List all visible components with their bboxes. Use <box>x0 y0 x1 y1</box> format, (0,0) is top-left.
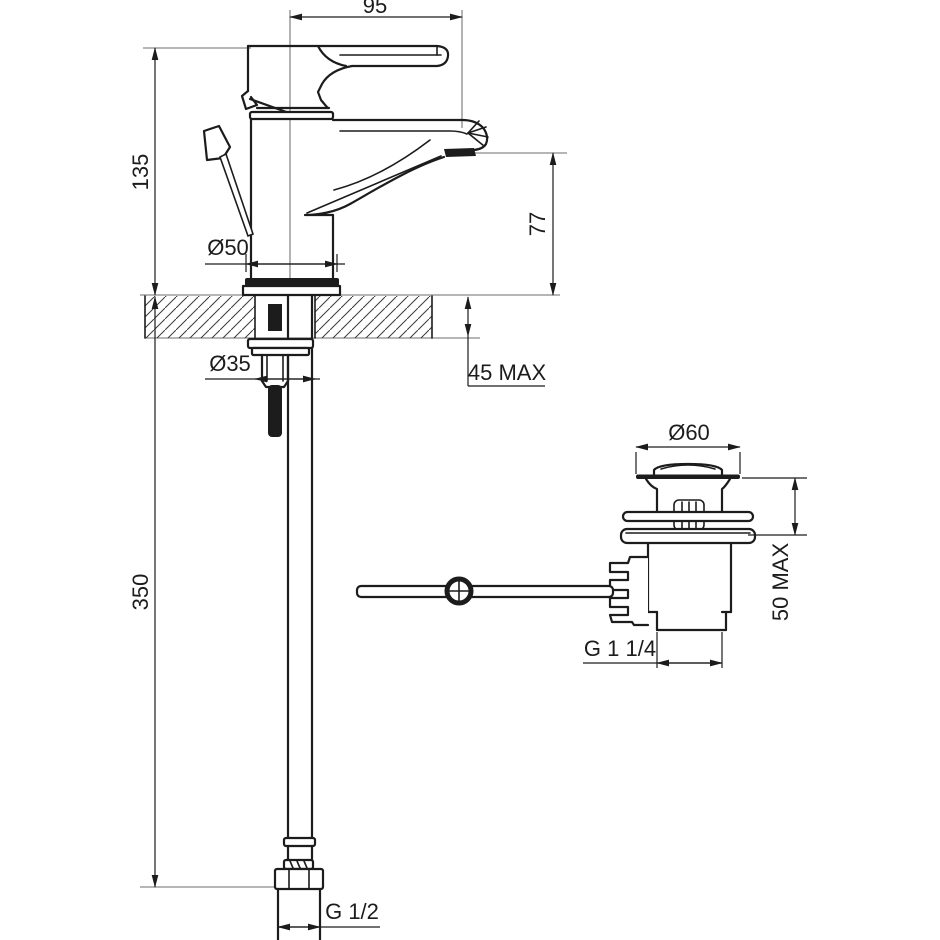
dimension-base-diameter-50: Ø50 <box>205 235 345 272</box>
supply-hex-nut <box>273 867 325 891</box>
faucet-spout <box>303 118 489 217</box>
dimension-waste-deck-50max: 50 MAX <box>742 477 807 622</box>
faucet-handle <box>246 44 450 110</box>
pop-up-rod <box>219 152 255 238</box>
base-flange <box>241 278 342 297</box>
drain-rim <box>636 474 740 479</box>
drain-neck <box>644 477 732 514</box>
dimension-body-height-135: 135 <box>128 47 159 296</box>
dimension-label-350: 350 <box>128 574 153 611</box>
ball-joint <box>444 576 474 606</box>
pop-up-horizontal-rod <box>355 584 615 599</box>
mounting-washer <box>246 337 315 350</box>
drain-assembly-view <box>355 462 757 632</box>
dimension-spout-reach-95: 95 <box>289 0 463 21</box>
cartridge-collar <box>248 110 335 121</box>
dimension-waste-cap-diameter-60: Ø60 <box>635 420 741 474</box>
dimension-label-d60: Ø60 <box>668 420 710 445</box>
dimension-supply-thread-g12: G 1/2 <box>277 891 380 934</box>
drain-body <box>646 541 733 614</box>
dimension-shank-diameter-35: Ø35 <box>205 351 320 383</box>
spout-tip-facet-lines <box>467 120 489 147</box>
dimension-label-g114: G 1 1/4 <box>584 636 656 661</box>
drain-plug-cap-arc <box>660 464 716 470</box>
dimension-label-d35: Ø35 <box>209 351 251 376</box>
dimension-label-g12: G 1/2 <box>325 899 379 924</box>
deck-hatch-left <box>145 296 255 338</box>
dimension-label-d50: Ø50 <box>207 235 249 260</box>
faucet-front-view <box>202 44 489 297</box>
dimension-label-45max: 45 MAX <box>468 360 547 385</box>
drain-tailpipe <box>655 610 728 632</box>
dimensions: 95 135 77 Ø50 Ø35 45 MAX <box>128 0 807 934</box>
sealing-washer-lower <box>619 527 757 545</box>
dimension-spout-height-77: 77 <box>525 152 557 296</box>
supply-pipe-joint <box>282 836 317 871</box>
aerator <box>444 148 476 157</box>
knurled-nut <box>608 555 650 627</box>
pop-up-stud-upper <box>268 304 282 331</box>
dimension-label-50max: 50 MAX <box>768 543 793 622</box>
faucet-underdeck <box>246 294 325 940</box>
mounting-deck <box>144 295 433 339</box>
dimension-supply-length-350: 350 <box>128 296 159 888</box>
sealing-washer-upper <box>621 510 755 523</box>
deck-hatch-right <box>315 296 432 338</box>
dimension-waste-thread-g114: G 1 1/4 <box>583 632 723 668</box>
faucet-body <box>240 44 335 280</box>
pop-up-rod-lever <box>202 124 255 238</box>
supply-thread-end <box>276 887 322 940</box>
pop-up-stud-lower <box>268 385 282 437</box>
dimension-label-135: 135 <box>128 154 153 191</box>
pop-up-knob <box>202 124 232 162</box>
threaded-shank <box>260 353 290 389</box>
dimension-label-77: 77 <box>525 212 550 236</box>
dimension-label-95: 95 <box>363 0 387 18</box>
dimension-deck-thickness-45max: 45 MAX <box>464 296 547 387</box>
mounting-locknut <box>250 346 311 357</box>
